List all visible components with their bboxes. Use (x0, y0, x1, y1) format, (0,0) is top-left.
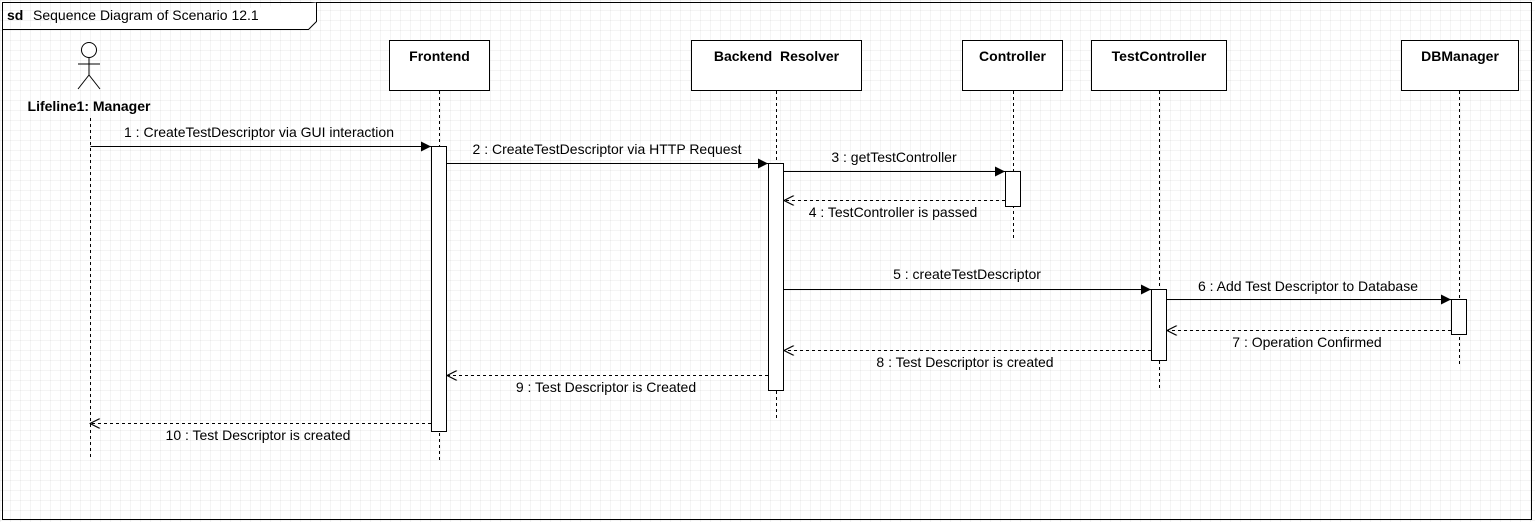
activation-backend-resolver (768, 163, 784, 391)
message-2: 2 : CreateTestDescriptor via HTTP Reques… (447, 141, 768, 169)
message-7: 7 : Operation Confirmed (1167, 331, 1451, 350)
message-2-label: 2 : CreateTestDescriptor via HTTP Reques… (473, 141, 742, 157)
message-3: 3 : getTestController (784, 149, 1005, 177)
actor-manager: Lifeline1: Manager (28, 42, 151, 114)
lifeline-frontend-label: Frontend (409, 48, 470, 64)
lifeline-dbmanager-box (1401, 40, 1519, 91)
lifeline-testcontroller-box (1091, 40, 1227, 91)
lifeline-controller: Controller (962, 40, 1063, 91)
lifeline-dbmanager-label: DBManager (1421, 48, 1499, 64)
frame-keyword: sd (7, 7, 23, 23)
message-5-label: 5 : createTestDescriptor (893, 266, 1041, 282)
activation-frontend (431, 146, 447, 432)
message-8: 8 : Test Descriptor is created (784, 351, 1151, 370)
lifeline-backend-resolver: Backend Resolver (691, 40, 862, 91)
lifeline-testcontroller: TestController (1091, 40, 1227, 91)
message-4: 4 : TestController is passed (784, 201, 1005, 220)
lifeline-dbmanager: DBManager (1401, 40, 1519, 91)
lifeline-frontend-box (389, 40, 490, 91)
activation-testcontroller (1151, 289, 1167, 361)
message-8-label: 8 : Test Descriptor is created (876, 354, 1053, 370)
message-3-label: 3 : getTestController (831, 149, 957, 165)
lifeline-backend-resolver-label: Backend Resolver (714, 48, 840, 64)
message-9: 9 : Test Descriptor is Created (447, 376, 768, 395)
lifeline-testcontroller-label: TestController (1112, 48, 1207, 64)
frame-title: Sequence Diagram of Scenario 12.1 (33, 7, 259, 23)
message-1: 1 : CreateTestDescriptor via GUI interac… (90, 124, 431, 152)
actor-head-icon (81, 42, 97, 58)
message-10: 10 : Test Descriptor is created (90, 424, 431, 443)
message-6: 6 : Add Test Descriptor to Database (1167, 278, 1451, 305)
frame-label-tab (2, 2, 317, 30)
lifeline-backend-resolver-box (691, 40, 862, 91)
message-10-label: 10 : Test Descriptor is created (166, 427, 351, 443)
activation-controller (1005, 171, 1021, 207)
message-7-label: 7 : Operation Confirmed (1232, 334, 1381, 350)
message-6-label: 6 : Add Test Descriptor to Database (1198, 278, 1418, 294)
actor-label: Lifeline1: Manager (28, 98, 151, 114)
activation-dbmanager (1451, 299, 1467, 335)
message-5: 5 : createTestDescriptor (784, 266, 1151, 295)
message-9-label: 9 : Test Descriptor is Created (516, 379, 696, 395)
lifeline-controller-box (962, 40, 1063, 91)
lifeline-frontend: Frontend (389, 40, 490, 91)
message-1-label: 1 : CreateTestDescriptor via GUI interac… (124, 124, 394, 140)
message-4-label: 4 : TestController is passed (809, 204, 978, 220)
lifeline-controller-label: Controller (979, 48, 1046, 64)
